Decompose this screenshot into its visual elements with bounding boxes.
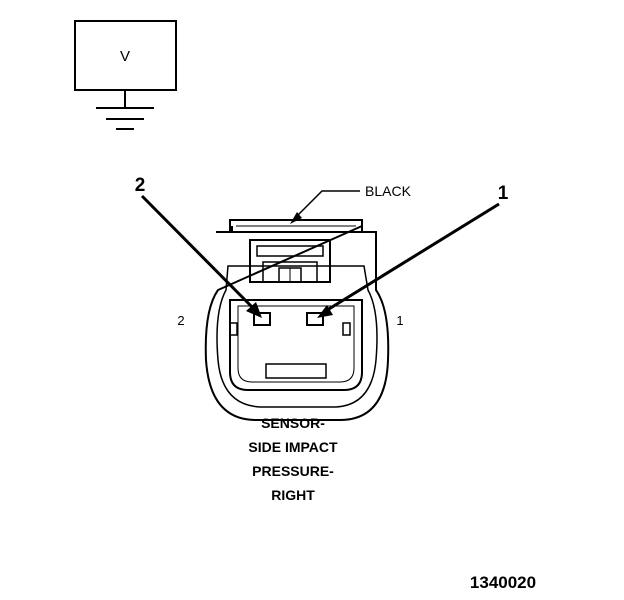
callout-arrowhead-1 — [317, 305, 333, 318]
pin-label-2: 2 — [177, 313, 184, 328]
connector-title: SENSOR- SIDE IMPACT PRESSURE- RIGHT — [248, 415, 338, 503]
voltmeter-symbol: V — [74, 20, 177, 130]
ground-icon — [96, 90, 154, 130]
title-line: PRESSURE- — [252, 463, 334, 479]
voltmeter-label: V — [120, 48, 130, 65]
title-line: RIGHT — [271, 487, 315, 503]
callout-line-1 — [323, 202, 500, 314]
figure-number: 1340020 — [470, 573, 536, 592]
callout-number-1: 1 — [498, 183, 509, 204]
connector-body — [204, 219, 390, 421]
callout-line-2 — [140, 194, 258, 313]
title-line: SENSOR- — [261, 415, 325, 431]
callout-number-2: 2 — [135, 175, 146, 196]
pin-label-1: 1 — [396, 313, 403, 328]
title-line: SIDE IMPACT — [248, 439, 338, 455]
callout-arrowhead-2 — [246, 302, 262, 318]
color-leader-line — [292, 190, 360, 221]
connector-color-label: BLACK — [365, 183, 412, 199]
